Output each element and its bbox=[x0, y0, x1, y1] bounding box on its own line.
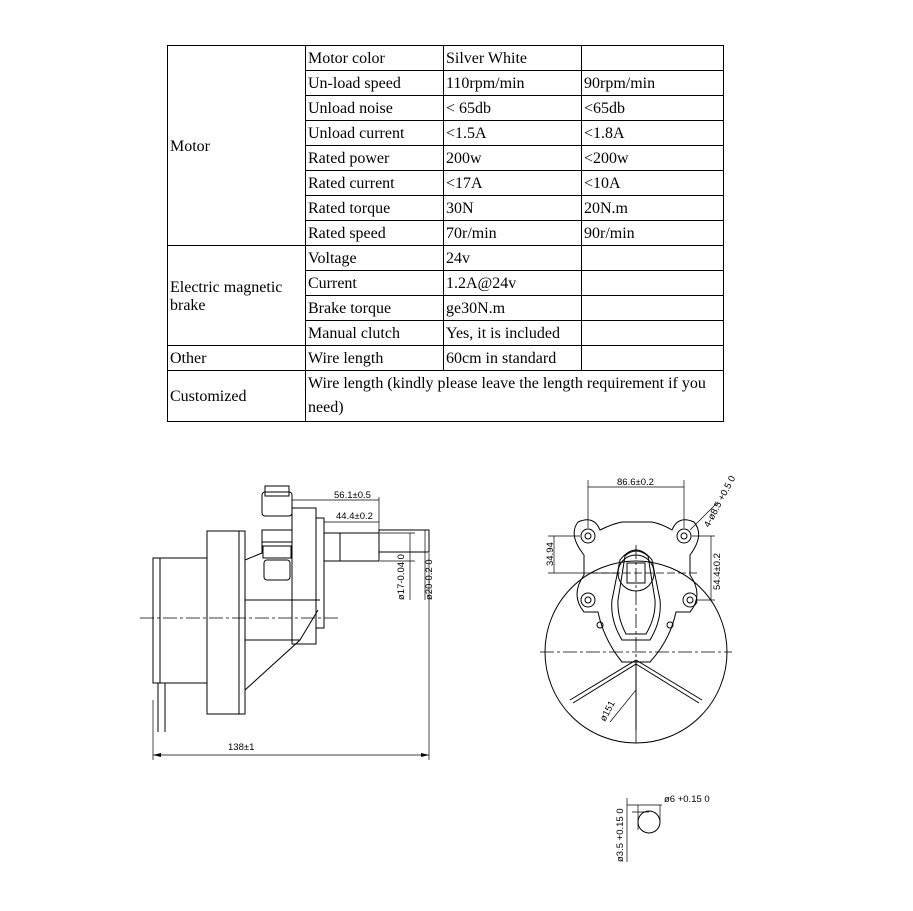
dim-shaft-44: 44.4±0.2 bbox=[336, 511, 373, 522]
table-row: Unload noise< 65db<65db bbox=[168, 95, 724, 121]
value-cell-alt: <10A bbox=[581, 170, 724, 196]
dim-total-length: 138±1 bbox=[228, 742, 254, 753]
value-cell-alt bbox=[581, 270, 724, 296]
dim-holes: 4-ø8.5 +0.5 0 bbox=[702, 474, 738, 529]
category-brake: Electric magnetic brake bbox=[167, 245, 306, 346]
value-cell-alt: <200w bbox=[581, 145, 724, 171]
dim-d20: ø20-0.2 0 bbox=[424, 559, 435, 600]
table-row: Unload current<1.5A<1.8A bbox=[168, 120, 724, 146]
value-cell-alt bbox=[581, 345, 724, 371]
param-cell: Voltage bbox=[305, 245, 444, 271]
side-view-drawing bbox=[140, 485, 430, 760]
dim-54: 54.4±0.2 bbox=[712, 553, 723, 590]
param-cell: Rated torque bbox=[305, 195, 444, 221]
category-customized: Customized bbox=[167, 370, 306, 422]
value-cell: 1.2A@24v bbox=[443, 270, 582, 296]
dim-diam: ø151 bbox=[598, 699, 618, 723]
category-motor: Motor bbox=[167, 45, 306, 246]
param-cell: Unload current bbox=[305, 120, 444, 146]
value-cell: <17A bbox=[443, 170, 582, 196]
value-cell-alt: <65db bbox=[581, 95, 724, 121]
detail-drawing bbox=[626, 798, 662, 862]
param-cell: Rated power bbox=[305, 145, 444, 171]
param-cell: Rated speed bbox=[305, 220, 444, 246]
param-cell: Manual clutch bbox=[305, 320, 444, 346]
value-cell-alt: 90rpm/min bbox=[581, 70, 724, 96]
dim-shaft-56: 56.1±0.5 bbox=[334, 490, 371, 501]
dim-34: 34.94 bbox=[545, 542, 556, 566]
dim-d6: ø6 +0.15 0 bbox=[664, 794, 710, 805]
table-row: Rated current<17A<10A bbox=[168, 170, 724, 196]
value-cell-alt: 20N.m bbox=[581, 195, 724, 221]
front-view-drawing bbox=[540, 480, 732, 745]
dim-hole-spacing: 86.6±0.2 bbox=[617, 477, 654, 488]
value-cell: 24v bbox=[443, 245, 582, 271]
value-cell: 70r/min bbox=[443, 220, 582, 246]
customized-text: Wire length (kindly please leave the len… bbox=[305, 370, 724, 422]
param-cell: Motor color bbox=[305, 45, 444, 71]
dim-d17: ø17-0.04 0 bbox=[396, 554, 407, 600]
value-cell: Yes, it is included bbox=[443, 320, 582, 346]
dim-d35: ø3.5 +0.15 0 bbox=[615, 808, 626, 862]
value-cell: <1.5A bbox=[443, 120, 582, 146]
value-cell-alt bbox=[581, 45, 724, 71]
